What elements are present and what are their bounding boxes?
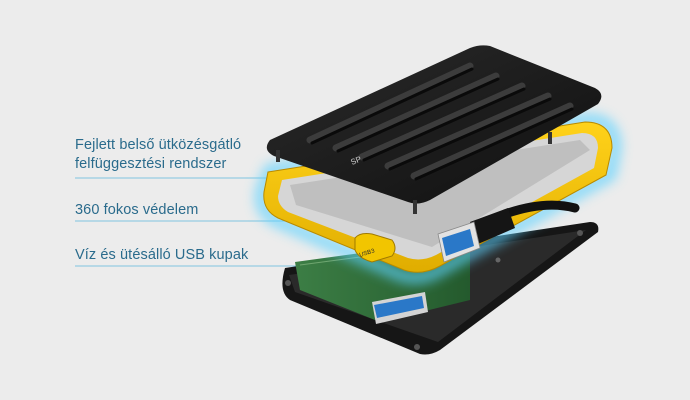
callout-1-line-1: Fejlett belső ütközésgátló [75, 137, 242, 153]
usb3-marking: USB3 [359, 248, 376, 259]
callout-suspension-system: Fejlett belső ütközésgátló felfüggesztés… [75, 136, 241, 174]
callout-2-line-1: 360 fokos védelem [75, 202, 199, 218]
top-lid [266, 45, 602, 214]
callout-3-line-1: Víz és ütésálló USB kupak [75, 247, 249, 263]
brand-logo: SP [349, 155, 362, 167]
callout-usb-cap: Víz és ütésálló USB kupak [75, 246, 248, 265]
callout-1-line-2: felfüggesztési rendszer [75, 156, 227, 172]
callout-360-protection: 360 fokos védelem [75, 201, 198, 220]
usb-cable [437, 200, 580, 263]
